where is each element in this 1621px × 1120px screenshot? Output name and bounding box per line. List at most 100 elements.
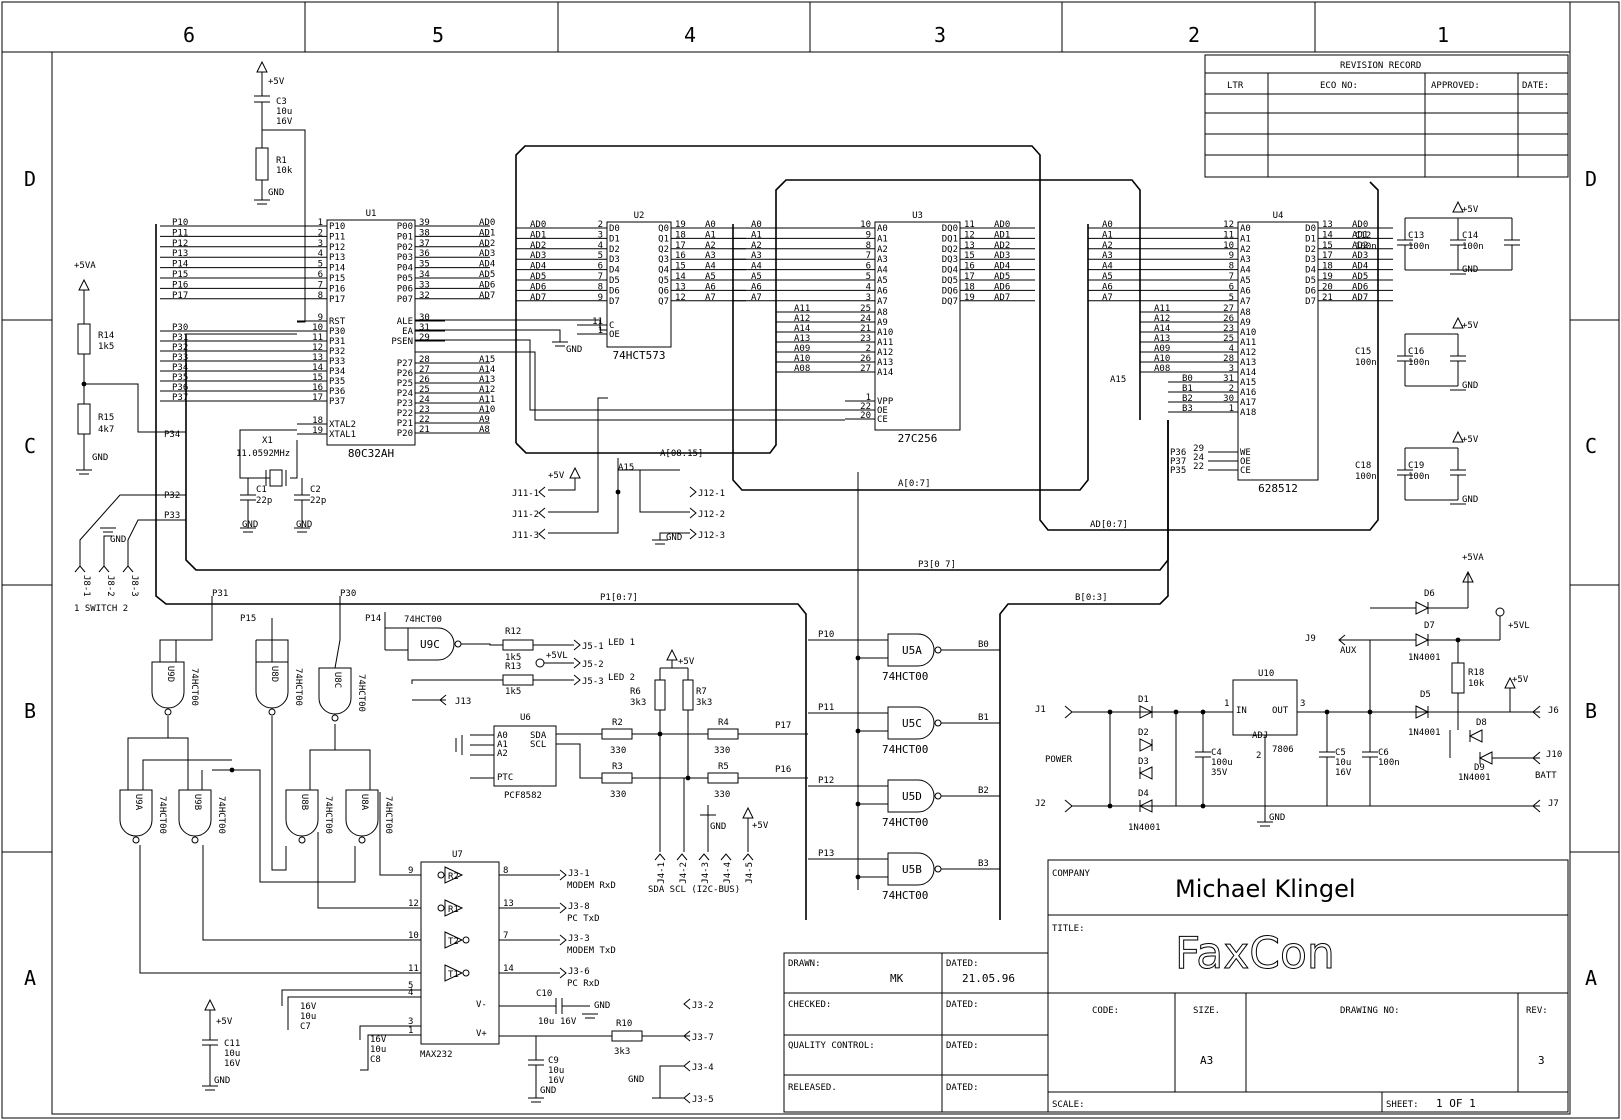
pin-number: 18 — [1322, 262, 1333, 272]
r5-ref: R5 — [718, 762, 729, 772]
gnd-label: GND — [296, 520, 312, 530]
pin-name: A16 — [1240, 388, 1256, 398]
u10-pin-out: OUT — [1272, 706, 1289, 716]
chip-u3-part: 27C256 — [898, 432, 938, 445]
r7-value: 3k3 — [696, 698, 712, 708]
r12-value: 1k5 — [505, 653, 521, 663]
pin-number: 4 — [866, 282, 871, 292]
pin-number: 1 — [866, 393, 871, 403]
gate-body — [285, 789, 319, 837]
c13-value: 100n — [1408, 242, 1430, 252]
net-label: AD1 — [479, 228, 495, 238]
pin-number: 7 — [598, 272, 603, 282]
inversion-bubble — [268, 708, 276, 716]
net-p31: P31 — [212, 589, 228, 599]
pin-name: A6 — [1240, 286, 1251, 296]
j11-label: J11-2 — [512, 510, 539, 520]
pin-number: 3 — [598, 230, 603, 240]
chip-u1: U180C32AHP101P112P123P134P145P156P167P17… — [297, 209, 495, 460]
pin-number: 7 — [318, 280, 323, 290]
u4-ctl-net: P36 — [1170, 448, 1186, 458]
u3-in-net: A3 — [751, 251, 762, 261]
c12-ref: C12 — [1355, 231, 1371, 241]
wire — [659, 1065, 684, 1099]
wire — [159, 639, 176, 662]
pin-number: 8 — [1229, 262, 1234, 272]
pin-name: P15 — [329, 274, 345, 284]
gnd-label: GND — [110, 535, 126, 545]
c9-value: 10u — [548, 1066, 564, 1076]
pin-name: XTAL1 — [329, 430, 356, 440]
gnd-label: GND — [566, 345, 582, 355]
r15-value: 4k7 — [98, 425, 114, 435]
inversion-bubble — [934, 646, 942, 654]
chip-u2-body — [606, 221, 672, 348]
j5-label: J5-3 — [582, 677, 604, 687]
pin-number: 2 — [866, 344, 871, 354]
junction-dot — [1107, 803, 1113, 809]
pin-number: 30 — [1223, 394, 1234, 404]
gnd-label: GND — [92, 453, 108, 463]
connector-pin — [1064, 705, 1073, 719]
supply-arrow — [204, 998, 216, 1011]
r13-ref: R13 — [505, 662, 521, 672]
wire — [255, 618, 289, 662]
u7-body — [420, 861, 500, 1045]
net-label: AD5 — [1352, 272, 1368, 282]
gate-ref: U8C — [332, 672, 342, 688]
supply-node — [1495, 607, 1505, 617]
junction-dot — [685, 775, 691, 781]
j6-label: J6 — [1548, 706, 1559, 716]
pin-number: 24 — [419, 395, 430, 405]
pin-name: Q6 — [658, 286, 669, 296]
u5-output-net: B0 — [978, 640, 989, 650]
pin-name: P37 — [329, 397, 345, 407]
junction-dot — [1173, 709, 1179, 715]
pin-number: 10 — [312, 323, 323, 333]
net-label: AD4 — [1352, 262, 1368, 272]
revision-header-approved: APPROVED: — [1431, 81, 1480, 91]
u1-left-net-label: P15 — [172, 270, 188, 280]
gnd-label: GND — [268, 188, 284, 198]
net-p33: P33 — [164, 511, 180, 521]
u7-vplus: V+ — [476, 1029, 487, 1039]
u1-left-net-label: P37 — [172, 393, 188, 403]
net-a15: A15 — [618, 463, 634, 473]
wire — [617, 458, 680, 471]
pin-number: 32 — [419, 291, 430, 301]
u10-body — [1232, 679, 1298, 736]
j10-label: J10 — [1546, 750, 1562, 760]
diode-d3 — [1138, 766, 1153, 780]
pin-name: A4 — [1240, 266, 1251, 276]
r7-body — [682, 679, 694, 711]
u4-ctl-num: 29 — [1193, 444, 1204, 454]
pin-number: 3 — [318, 239, 323, 249]
wire — [415, 329, 561, 342]
pin-name: P17 — [329, 295, 345, 305]
u4-in-net: A12 — [1154, 314, 1170, 324]
pin-number: 31 — [1223, 374, 1234, 384]
gate-body — [887, 779, 935, 813]
pin-number: 25 — [419, 385, 430, 395]
pin-name: A0 — [1240, 224, 1251, 234]
c16-value: 100n — [1408, 358, 1430, 368]
wire — [548, 478, 576, 491]
pin-number: 12 — [312, 343, 323, 353]
pin-number: 2 — [318, 228, 323, 238]
gnd-label: GND — [242, 520, 258, 530]
u2-in-net: AD4 — [530, 262, 546, 272]
pin-number: 8 — [866, 241, 871, 251]
net-label: AD1 — [1352, 230, 1368, 240]
gate-ref: U5D — [902, 790, 922, 803]
u2-in-net: AD0 — [530, 220, 546, 230]
drawn-value: MK — [890, 972, 904, 985]
c11-voltage: 16V — [224, 1059, 241, 1069]
wire — [127, 716, 169, 790]
gate-body — [407, 627, 455, 661]
wire — [262, 129, 306, 323]
